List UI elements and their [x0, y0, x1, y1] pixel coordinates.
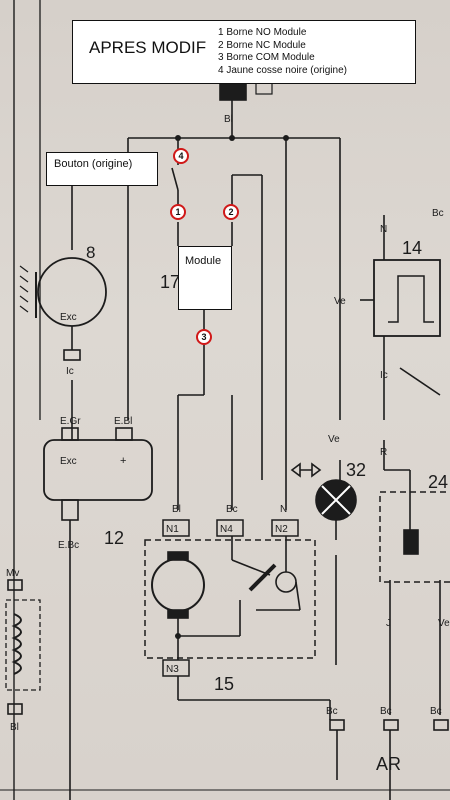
bouton-label-box: Bouton (origine) [46, 152, 158, 186]
label-ebl: E.Bl [114, 416, 132, 427]
legend-item-4: 4 Jaune cosse noire (origine) [218, 64, 347, 76]
label-ebc: E.Bc [58, 540, 79, 551]
label-n4: N4 [220, 524, 233, 535]
label-bl-top: Bl [224, 114, 233, 125]
legend-item-2: 2 Borne NC Module [218, 39, 306, 51]
legend-item-1: 1 Borne NO Module [218, 27, 307, 38]
label-bc-bottom-2: Bc [380, 706, 392, 717]
coil-box [5, 599, 41, 691]
component-14-box [373, 259, 441, 337]
label-17: 17 [160, 272, 180, 292]
label-bl-n1: Bl [172, 504, 181, 515]
top-connector [219, 81, 247, 101]
motor-15-box [144, 539, 316, 659]
label-ic-dynamo: Ic [66, 366, 74, 377]
motor [151, 558, 205, 612]
marker-2: 2 [223, 204, 239, 220]
label-ve-14: Ve [334, 296, 346, 307]
label-14: 14 [402, 238, 422, 258]
legend-list: 1 Borne NO Module 2 Borne NC Module 3 Bo… [218, 27, 347, 77]
label-n2: N2 [275, 524, 288, 535]
marker-4: 4 [173, 148, 189, 164]
label-exc-battery: Exc [60, 456, 77, 467]
label-bc-bottom-3: Bc [430, 706, 442, 717]
label-bc-n4: Bc [226, 504, 238, 515]
label-bc-bottom-1: Bc [326, 706, 338, 717]
label-24: 24 [428, 472, 448, 492]
label-bc-14: Bc [432, 208, 444, 219]
title-box: APRES MODIF 1 Borne NO Module 2 Borne NC… [72, 20, 416, 84]
label-egr: E.Gr [60, 416, 81, 427]
label-n1: N1 [166, 524, 179, 535]
label-ve-24: Ve [438, 618, 450, 629]
module-label: Module [185, 255, 222, 267]
label-n-14: N [380, 224, 387, 235]
label-j: J [386, 618, 391, 629]
label-r: R [380, 447, 387, 458]
label-ve-32: Ve [328, 434, 340, 445]
battery-12 [43, 439, 153, 501]
diagram-title: APRES MODIF [89, 38, 207, 57]
legend-item-3: 3 Borne COM Module [218, 52, 315, 63]
module-box: Module [178, 246, 232, 310]
label-mv: Mv [6, 568, 19, 579]
label-ar: AR [376, 754, 401, 774]
label-n3: N3 [166, 664, 179, 675]
label-n-n2: N [280, 504, 287, 515]
bouton-label: Bouton (origine) [54, 158, 133, 170]
label-8: 8 [86, 243, 95, 262]
label-ic-14: Ic [380, 370, 388, 381]
label-plus: + [120, 455, 126, 467]
label-exc-dynamo: Exc [60, 312, 77, 323]
label-bl-coil: Bl [10, 722, 19, 733]
label-32: 32 [346, 460, 366, 480]
label-12: 12 [104, 528, 124, 548]
marker-3: 3 [196, 329, 212, 345]
marker-1: 1 [170, 204, 186, 220]
label-15: 15 [214, 674, 234, 694]
component-24-box [379, 491, 450, 583]
